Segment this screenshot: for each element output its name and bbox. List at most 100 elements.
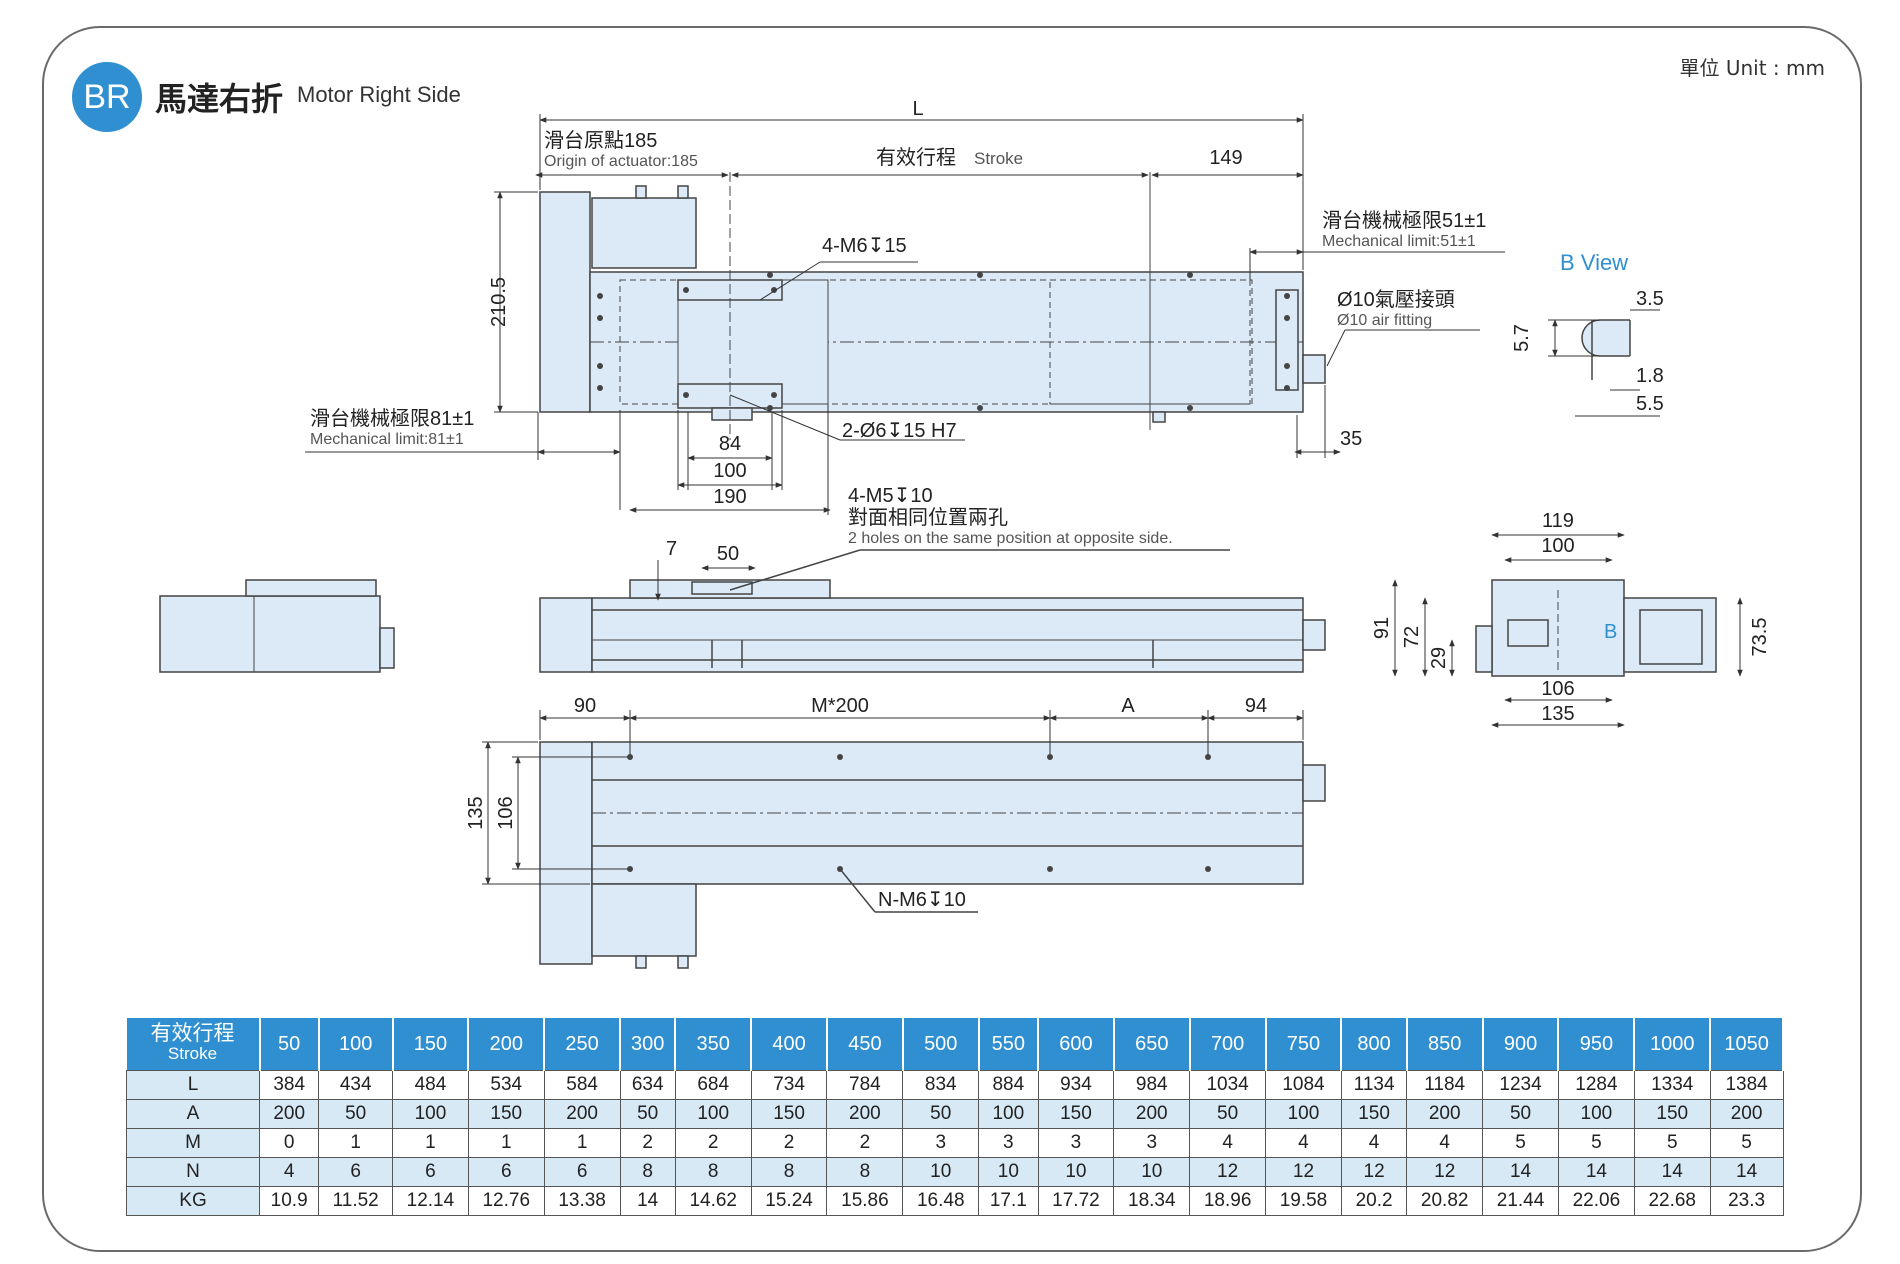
table-cell: 200 — [1709, 1099, 1784, 1129]
svg-text:50: 50 — [717, 543, 739, 565]
model-badge: BR — [72, 62, 142, 132]
table-cell: 150 — [467, 1099, 545, 1129]
svg-text:Stroke: Stroke — [974, 149, 1023, 168]
table-cell: 8 — [619, 1157, 676, 1187]
svg-text:滑台原點185: 滑台原點185 — [544, 129, 657, 152]
table-cell: 5 — [1482, 1128, 1559, 1158]
table-cell: 10 — [1037, 1157, 1115, 1187]
svg-text:滑台機械極限51±1: 滑台機械極限51±1 — [1322, 209, 1486, 232]
table-cell: 2 — [826, 1128, 904, 1158]
top-motor-body — [591, 197, 697, 269]
stroke-header-cell: 700 — [1189, 1018, 1267, 1071]
table-cell: 6 — [467, 1157, 545, 1187]
table-cell: 12 — [1189, 1157, 1267, 1187]
svg-text:2-Ø6↧15 H7: 2-Ø6↧15 H7 — [842, 420, 957, 442]
unit-label: 單位 Unit : mm — [1679, 56, 1826, 80]
table-cell: 15.24 — [750, 1186, 828, 1216]
table-cell: 21.44 — [1482, 1186, 1559, 1216]
svg-text:M*200: M*200 — [811, 695, 869, 717]
table-cell: 20.82 — [1406, 1186, 1484, 1216]
table-cell: 1034 — [1189, 1070, 1267, 1100]
table-cell: 200 — [258, 1099, 320, 1129]
stroke-header-cell: 450 — [826, 1018, 904, 1071]
side-view-labels: 7 50 — [666, 538, 739, 565]
table-cell: 12.14 — [392, 1186, 469, 1216]
table-cell: 50 — [619, 1099, 676, 1129]
table-cell: 17.72 — [1037, 1186, 1115, 1216]
drawing-sheet-frame — [42, 26, 1862, 1252]
table-cell: 784 — [826, 1070, 904, 1100]
table-cell: 5 — [1557, 1128, 1635, 1158]
svg-text:N-M6↧10: N-M6↧10 — [878, 889, 966, 911]
table-cell: 14 — [1709, 1157, 1784, 1187]
svg-text:90: 90 — [574, 695, 596, 717]
table-cell: 14 — [619, 1186, 676, 1216]
svg-text:對面相同位置兩孔: 對面相同位置兩孔 — [848, 506, 1008, 529]
table-cell: 50 — [1189, 1099, 1267, 1129]
svg-text:5.7: 5.7 — [1511, 324, 1533, 352]
side-view-dimensions — [655, 560, 756, 601]
table-cell: 8 — [826, 1157, 904, 1187]
svg-text:72: 72 — [1401, 626, 1423, 648]
svg-text:135: 135 — [465, 796, 487, 829]
table-cell: 2 — [750, 1128, 828, 1158]
svg-text:A: A — [1121, 695, 1135, 717]
svg-text:149: 149 — [1209, 147, 1242, 169]
table-cell: 834 — [902, 1070, 980, 1100]
table-cell: 3 — [902, 1128, 980, 1158]
svg-text:3.5: 3.5 — [1636, 288, 1664, 310]
svg-text:135: 135 — [1541, 703, 1574, 725]
top-motor-flange — [539, 191, 591, 413]
svg-text:91: 91 — [1371, 617, 1393, 639]
row-label: A — [126, 1099, 260, 1129]
svg-text:210.5: 210.5 — [488, 277, 510, 327]
stroke-header-cell: 50 — [259, 1018, 320, 1071]
svg-text:29: 29 — [1428, 647, 1450, 669]
svg-text:190: 190 — [713, 486, 746, 508]
table-cell: 884 — [978, 1070, 1039, 1100]
table-cell: 434 — [318, 1070, 393, 1100]
table-cell: 2 — [619, 1128, 676, 1158]
title-english: Motor Right Side — [297, 82, 461, 107]
svg-text:1.8: 1.8 — [1636, 365, 1664, 387]
table-cell: 22.06 — [1557, 1186, 1635, 1216]
table-cell: 18.34 — [1113, 1186, 1191, 1216]
table-cell: 6 — [392, 1157, 469, 1187]
bottom-view-dimensions — [482, 710, 1304, 885]
stroke-header-cell: 400 — [751, 1018, 828, 1071]
svg-text:有效行程: 有效行程 — [876, 146, 956, 169]
svg-text:Ø10 air fitting: Ø10 air fitting — [1337, 312, 1432, 329]
table-cell: 100 — [978, 1099, 1039, 1129]
table-cell: 10 — [902, 1157, 980, 1187]
svg-text:100: 100 — [1541, 535, 1574, 557]
stroke-header-cell: 950 — [1558, 1018, 1636, 1071]
table-cell: 14 — [1482, 1157, 1559, 1187]
table-cell: 15.86 — [826, 1186, 904, 1216]
table-cell: 1284 — [1557, 1070, 1635, 1100]
bottom-view-labels: 90 M*200 A 94 135 106 N-M6↧10 — [465, 695, 1267, 911]
table-cell: 22.68 — [1633, 1186, 1711, 1216]
table-cell: 12.76 — [467, 1186, 545, 1216]
svg-text:Mechanical limit:81±1: Mechanical limit:81±1 — [310, 431, 464, 448]
table-cell: 19.58 — [1265, 1186, 1342, 1216]
svg-text:106: 106 — [495, 796, 517, 829]
table-cell: 200 — [543, 1099, 621, 1129]
table-cell: 8 — [674, 1157, 752, 1187]
side-view — [539, 549, 1326, 673]
table-cell: 18.96 — [1189, 1186, 1267, 1216]
table-cell: 1 — [392, 1128, 469, 1158]
table-cell: 50 — [902, 1099, 980, 1129]
svg-text:73.5: 73.5 — [1749, 618, 1771, 657]
svg-text:Mechanical limit:51±1: Mechanical limit:51±1 — [1322, 233, 1476, 250]
stroke-header-cell: 800 — [1341, 1018, 1408, 1071]
table-cell: 684 — [674, 1070, 752, 1100]
stroke-header-cell: 500 — [902, 1018, 980, 1071]
stroke-header-cell: 650 — [1113, 1018, 1191, 1071]
table-cell: 50 — [318, 1099, 393, 1129]
table-cell: 10 — [978, 1157, 1039, 1187]
